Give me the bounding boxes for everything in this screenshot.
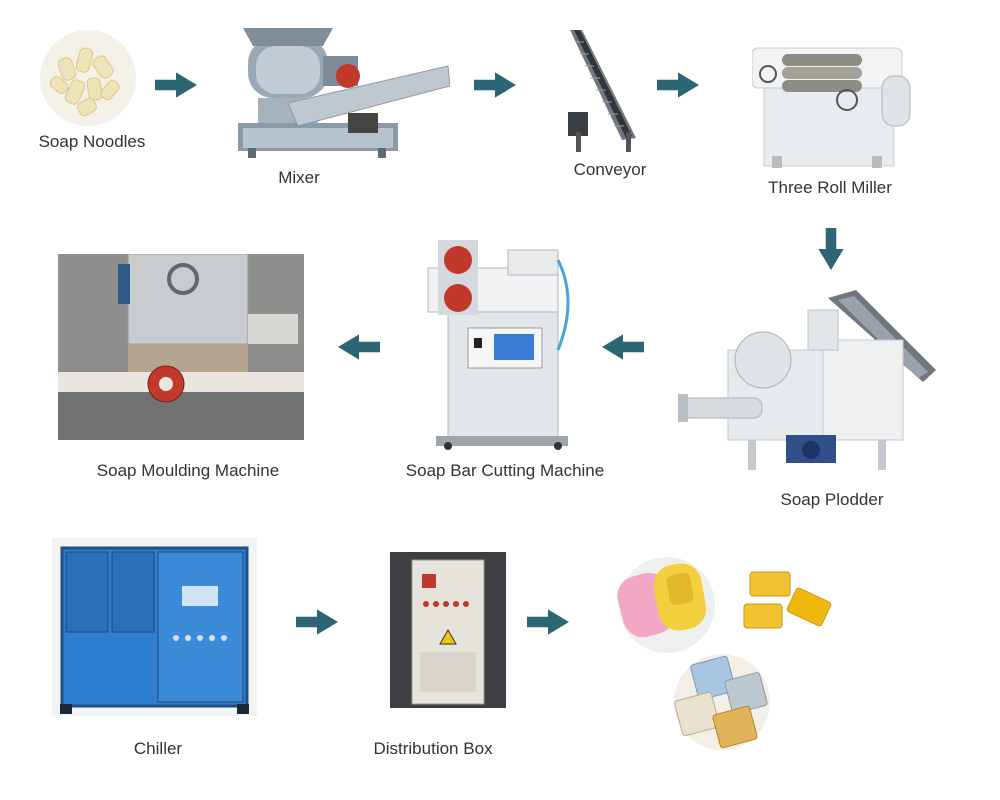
conveyor-image [568,30,636,152]
soap-noodles-image [40,30,136,126]
chiller-image [52,538,257,716]
label-soap-moulding: Soap Moulding Machine [96,461,280,480]
soap-plodder-image [678,290,936,470]
arrow-icon [474,72,516,98]
yellow-soap-bars-image [743,571,832,629]
soap-moulding-image [58,254,304,440]
arrow-icon [602,334,644,360]
distribution-box-image [390,552,506,708]
label-distribution-box: Distribution Box [373,739,493,758]
label-three-roll-miller: Three Roll Miller [768,178,892,197]
cut-soap-blocks-image [674,654,770,750]
soap-bar-cutting-image [427,240,570,450]
label-mixer: Mixer [278,168,320,187]
label-conveyor: Conveyor [573,160,647,179]
label-soap-noodles: Soap Noodles [38,132,146,151]
label-chiller: Chiller [133,739,183,758]
arrow-icon [527,609,569,635]
colored-soaps-image [617,557,715,653]
three-roll-miller-image [752,47,911,168]
mixer-image [238,28,450,158]
arrow-icon [155,72,197,98]
arrow-icon [818,228,844,270]
label-soap-plodder: Soap Plodder [780,490,884,509]
arrow-icon [296,609,338,635]
arrow-icon [338,334,380,360]
arrow-icon [657,72,699,98]
label-soap-bar-cutting: Soap Bar Cutting Machine [405,461,605,480]
